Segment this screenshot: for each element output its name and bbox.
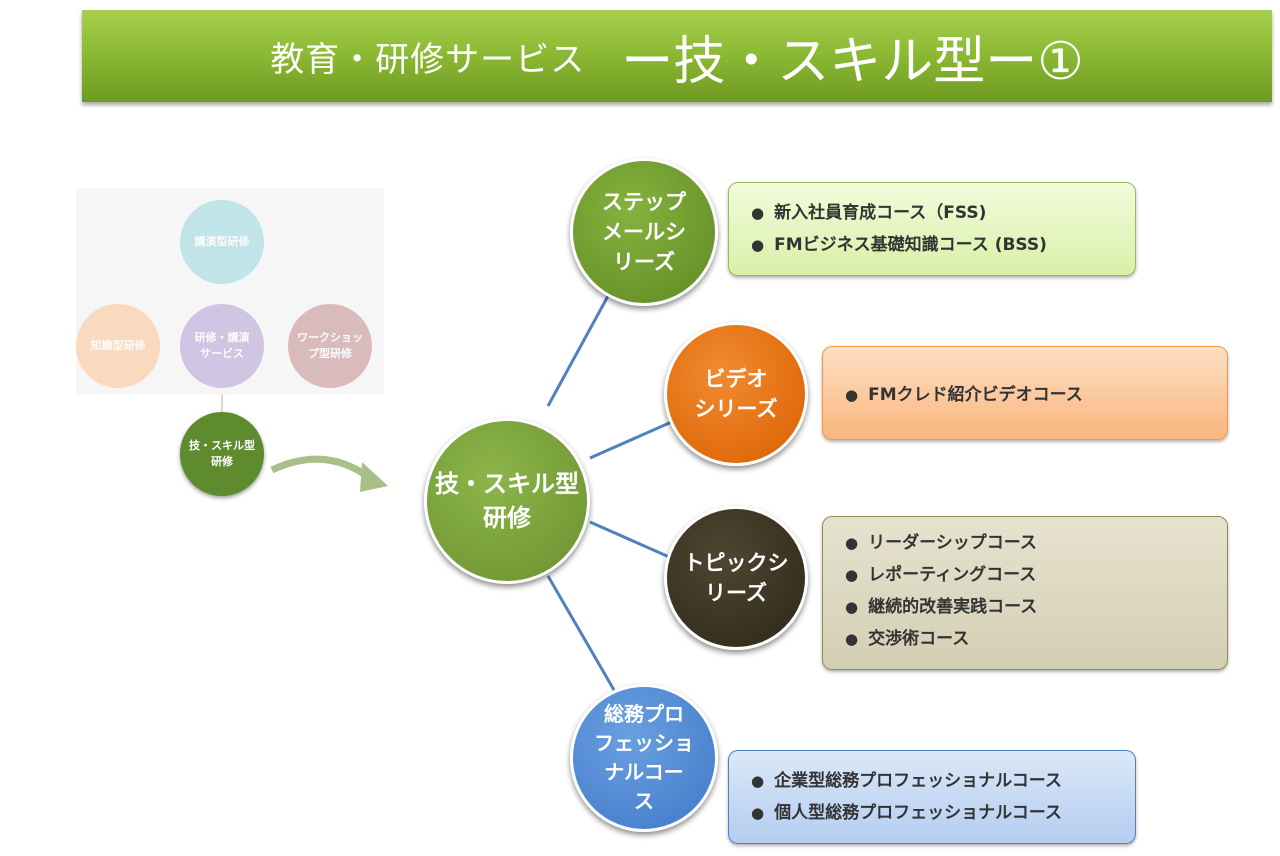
course-item: 企業型総務プロフェッショナルコース <box>751 765 1117 797</box>
arrow-curve <box>270 455 373 481</box>
thumb-node-knowledge: 知識型研修 <box>76 304 160 388</box>
node-topic-series: トピックシ リーズ <box>664 506 808 650</box>
arrow-head <box>360 462 388 492</box>
thumb-node-skill: 技・スキル型 研修 <box>180 412 264 496</box>
connector-topic <box>589 520 677 562</box>
thumb-node-center: 研修・講演 サービス <box>180 304 264 388</box>
box-ga-professional-courses: 企業型総務プロフェッショナルコース 個人型総務プロフェッショナルコース <box>728 750 1136 844</box>
connector-pro <box>546 575 616 691</box>
course-item: 新入社員育成コース（FSS) <box>751 197 1117 229</box>
box-video-courses: FMクレド紹介ビデオコース <box>822 346 1228 440</box>
connector-step-mail <box>546 295 610 407</box>
course-item: 継続的改善実践コース <box>845 591 1209 623</box>
node-ga-professional-course: 総務プロ フェッショ ナルコー ス <box>570 684 718 832</box>
course-item: リーダーシップコース <box>845 527 1209 559</box>
course-item: レポーティングコース <box>845 559 1209 591</box>
page-subtitle: ー技・スキル型ー① <box>621 31 1084 92</box>
thumb-node-workshop: ワークショッ プ型研修 <box>288 304 372 388</box>
node-step-mail-series: ステップ メールシ リーズ <box>570 158 718 306</box>
node-video-series: ビデオ シリーズ <box>664 322 808 466</box>
course-item: 個人型総務プロフェッショナルコース <box>751 797 1117 829</box>
course-item: FMビジネス基礎知識コース (BSS) <box>751 229 1117 261</box>
title-banner: 教育・研修サービス ー技・スキル型ー① <box>82 10 1272 102</box>
course-item: 交渉術コース <box>845 623 1209 655</box>
connector-video <box>589 418 677 460</box>
box-topic-courses: リーダーシップコース レポーティングコース 継続的改善実践コース 交渉術コース <box>822 516 1228 670</box>
thumb-node-lecture: 講演型研修 <box>180 200 264 284</box>
box-step-mail-courses: 新入社員育成コース（FSS) FMビジネス基礎知識コース (BSS) <box>728 182 1136 276</box>
center-node-skill-training: 技・スキル型 研修 <box>424 418 590 584</box>
course-item: FMクレド紹介ビデオコース <box>845 379 1209 411</box>
page-title: 教育・研修サービス <box>270 39 586 80</box>
